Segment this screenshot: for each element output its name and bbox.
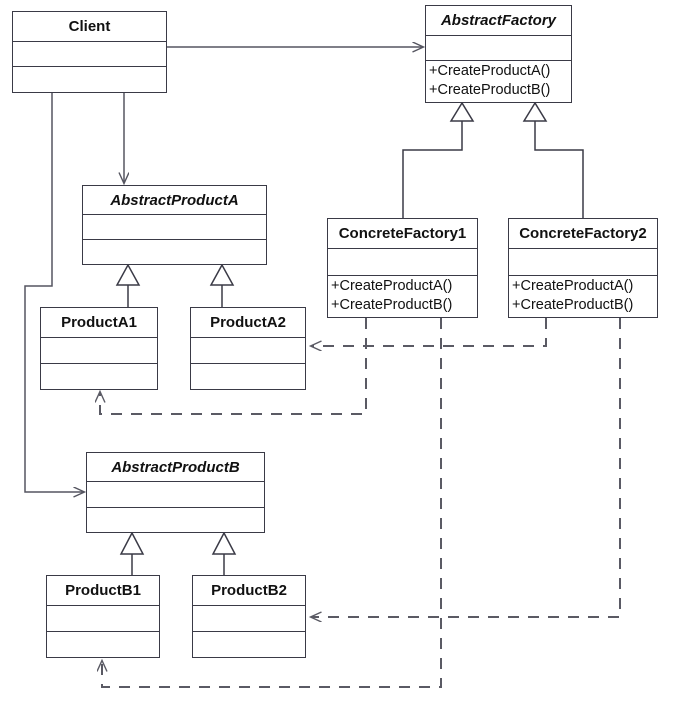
class-attributes-abstract-product-b bbox=[87, 482, 264, 508]
operation-createproducta: +CreateProductA() bbox=[331, 278, 453, 294]
operation-createproducta: +CreateProductA() bbox=[429, 63, 551, 79]
class-title-client: Client bbox=[13, 12, 166, 42]
class-box-concrete-factory-1[interactable]: ConcreteFactory1 +CreateProductA() +Crea… bbox=[327, 218, 478, 318]
class-box-product-a1[interactable]: ProductA1 bbox=[40, 307, 158, 390]
class-operations-product-b1 bbox=[47, 632, 159, 657]
class-title-product-a2: ProductA2 bbox=[191, 308, 305, 338]
edge-productb1-generalization bbox=[119, 531, 145, 575]
class-title-product-b2: ProductB2 bbox=[193, 576, 305, 606]
operation-createproducta: +CreateProductA() bbox=[512, 278, 634, 294]
class-title-concrete-factory-1: ConcreteFactory1 bbox=[328, 219, 477, 249]
edge-concretefactory2-creates-producta2 bbox=[311, 318, 547, 346]
class-title-abstract-product-b: AbstractProductB bbox=[87, 453, 264, 482]
edge-concretefactory1-creates-producta1 bbox=[100, 318, 367, 415]
class-box-product-b1[interactable]: ProductB1 bbox=[46, 575, 160, 658]
class-attributes-product-a1 bbox=[41, 338, 157, 364]
class-title-product-b1: ProductB1 bbox=[47, 576, 159, 606]
operation-createproductb: +CreateProductB() bbox=[331, 297, 453, 313]
edge-concretefactory1-generalization bbox=[402, 101, 475, 218]
class-operations-concrete-factory-2: +CreateProductA() +CreateProductB() bbox=[509, 276, 657, 315]
class-box-concrete-factory-2[interactable]: ConcreteFactory2 +CreateProductA() +Crea… bbox=[508, 218, 658, 318]
class-attributes-abstract-product-a bbox=[83, 215, 266, 240]
class-operations-product-b2 bbox=[193, 632, 305, 657]
class-attributes-abstract-factory bbox=[426, 36, 571, 61]
class-operations-product-a2 bbox=[191, 364, 305, 389]
class-attributes-product-b1 bbox=[47, 606, 159, 632]
class-attributes-concrete-factory-2 bbox=[509, 249, 657, 276]
class-operations-concrete-factory-1: +CreateProductA() +CreateProductB() bbox=[328, 276, 477, 315]
class-operations-abstract-factory: +CreateProductA() +CreateProductB() bbox=[426, 61, 571, 100]
class-operations-abstract-product-b bbox=[87, 508, 264, 532]
class-attributes-client bbox=[13, 42, 166, 67]
class-box-abstract-product-b[interactable]: AbstractProductB bbox=[86, 452, 265, 533]
edge-concretefactory2-creates-productb2 bbox=[311, 318, 621, 617]
class-box-product-b2[interactable]: ProductB2 bbox=[192, 575, 306, 658]
edge-producta1-generalization bbox=[115, 263, 141, 307]
class-operations-abstract-product-a bbox=[83, 240, 266, 263]
class-title-concrete-factory-2: ConcreteFactory2 bbox=[509, 219, 657, 249]
class-attributes-product-a2 bbox=[191, 338, 305, 364]
class-attributes-product-b2 bbox=[193, 606, 305, 632]
operation-createproductb: +CreateProductB() bbox=[429, 82, 551, 98]
class-title-product-a1: ProductA1 bbox=[41, 308, 157, 338]
class-box-client[interactable]: Client bbox=[12, 11, 167, 93]
edge-producta2-generalization bbox=[209, 263, 235, 307]
edge-productb2-generalization bbox=[211, 531, 237, 575]
edge-client-to-abstractproductb bbox=[24, 93, 84, 492]
class-box-product-a2[interactable]: ProductA2 bbox=[190, 307, 306, 390]
operation-createproductb: +CreateProductB() bbox=[512, 297, 634, 313]
class-box-abstract-factory[interactable]: AbstractFactory +CreateProductA() +Creat… bbox=[425, 5, 572, 103]
class-operations-client bbox=[13, 67, 166, 92]
class-operations-product-a1 bbox=[41, 364, 157, 389]
class-attributes-concrete-factory-1 bbox=[328, 249, 477, 276]
class-title-abstract-product-a: AbstractProductA bbox=[83, 186, 266, 215]
edge-concretefactory1-creates-productb1 bbox=[102, 318, 442, 688]
class-title-abstract-factory: AbstractFactory bbox=[426, 6, 571, 36]
class-box-abstract-product-a[interactable]: AbstractProductA bbox=[82, 185, 267, 265]
edge-concretefactory2-generalization bbox=[522, 101, 584, 218]
